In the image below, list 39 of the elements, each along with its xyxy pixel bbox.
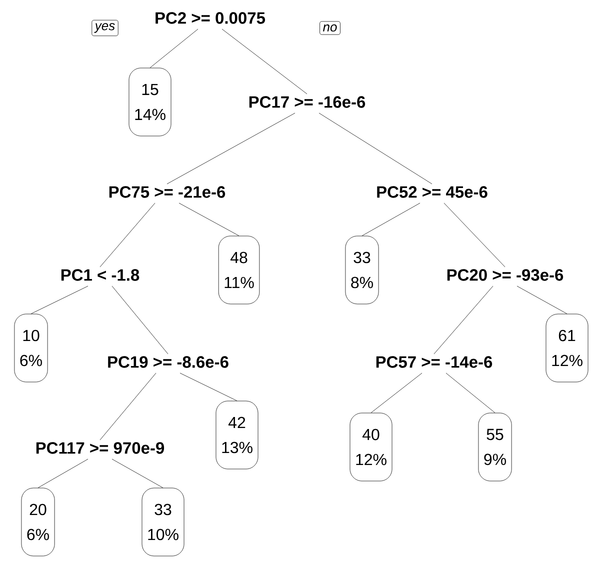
branch-line	[30, 286, 88, 314]
leaf-box: 42 13%	[216, 400, 258, 470]
branch-line	[166, 112, 296, 184]
split-label: PC17 >= -16e-6	[249, 96, 366, 108]
branch-line	[318, 112, 432, 184]
leaf-box: 33 10%	[142, 488, 184, 556]
leaf-box: 10 6%	[14, 314, 48, 382]
branch-line	[446, 372, 496, 413]
branch-line	[100, 372, 156, 440]
split-label: PC57 >= -14e-6	[376, 356, 492, 368]
split-label: PC1 < -1.8	[61, 269, 140, 281]
branch-line	[112, 286, 168, 354]
leaf-box: 33 8%	[345, 236, 379, 304]
leaf-box: 15 14%	[128, 68, 172, 136]
branch-line	[444, 202, 506, 268]
branch-line	[38, 458, 88, 488]
branch-line	[112, 458, 164, 488]
split-label: PC117 >= 970e-9	[36, 442, 164, 454]
leaf-box: 40 12%	[350, 412, 392, 482]
split-label: PC52 >= 45e-6	[377, 186, 488, 198]
branch-tag: no	[320, 21, 340, 35]
branch-line	[434, 286, 494, 354]
branch-tag: yes	[92, 20, 118, 36]
split-label: PC19 >= -8.6e-6	[108, 356, 228, 368]
leaf-box: 55 9%	[478, 412, 512, 482]
branch-line	[100, 202, 156, 268]
branch-line	[150, 28, 198, 68]
branch-line	[178, 202, 240, 236]
split-label: PC2 >= 0.0075	[156, 12, 266, 24]
leaf-box: 20 6%	[21, 488, 55, 556]
branch-line	[180, 372, 238, 401]
branch-line	[222, 28, 308, 94]
split-label: PC20 >= -93e-6	[447, 269, 564, 281]
split-label: PC75 >= -21e-6	[109, 186, 226, 198]
branch-line	[370, 372, 422, 413]
branch-line	[362, 202, 420, 236]
leaf-box: 61 12%	[546, 314, 588, 382]
leaf-box: 48 11%	[218, 236, 260, 304]
branch-line	[516, 286, 568, 314]
